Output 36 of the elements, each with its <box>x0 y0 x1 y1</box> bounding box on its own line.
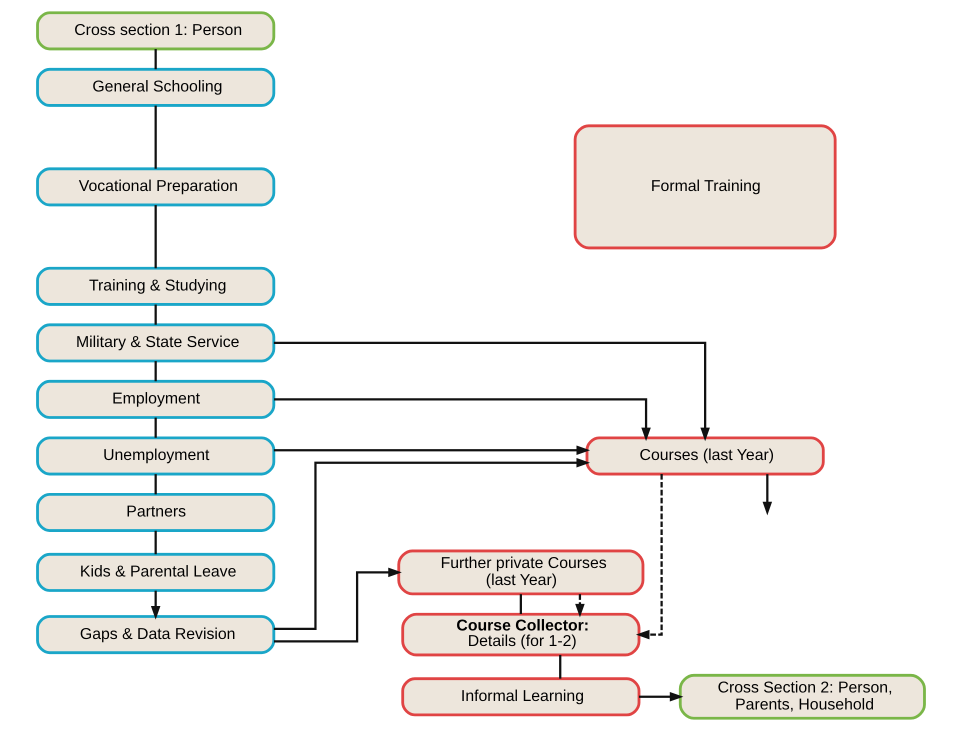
node-box: Training & Studying <box>36 266 275 306</box>
connector <box>154 49 156 70</box>
connector <box>154 530 156 554</box>
arrow <box>274 398 650 442</box>
connector <box>154 205 156 268</box>
node-box: Kids & Parental Leave <box>36 552 275 592</box>
node-box: Vocational Preparation <box>36 167 275 206</box>
arrow <box>273 342 710 442</box>
node-box: Informal Learning <box>400 677 640 716</box>
arrow <box>273 446 590 456</box>
node-box: Gaps & Data Revision <box>36 615 275 654</box>
node-box: Cross section 1: Person <box>36 11 275 50</box>
arrow <box>150 590 160 620</box>
arrow <box>574 594 584 618</box>
arrow <box>635 474 662 640</box>
connector <box>154 474 156 494</box>
node-box: Cross Section 2: Person, Parents, Household <box>678 674 926 720</box>
connector <box>154 304 156 325</box>
node-box: Partners <box>36 492 275 532</box>
node-box: Employment <box>36 380 275 419</box>
connector <box>558 654 561 679</box>
arrow <box>273 458 590 630</box>
connector <box>154 361 156 382</box>
arrow <box>638 692 683 702</box>
node-box: Course Collector: Details (for 1-2) <box>400 612 640 656</box>
arrow <box>762 474 772 516</box>
node-box: Further private Courses (last Year) <box>396 550 644 596</box>
connector <box>154 106 156 169</box>
node-box: Formal Training <box>573 124 836 250</box>
node-box: Courses (last Year) <box>585 436 824 476</box>
arrow <box>274 568 402 642</box>
node-box: Unemployment <box>36 436 275 476</box>
connector <box>154 418 156 438</box>
node-box: General Schooling <box>36 68 275 107</box>
connector <box>519 594 522 614</box>
node-box: Military & State Service <box>36 323 275 362</box>
